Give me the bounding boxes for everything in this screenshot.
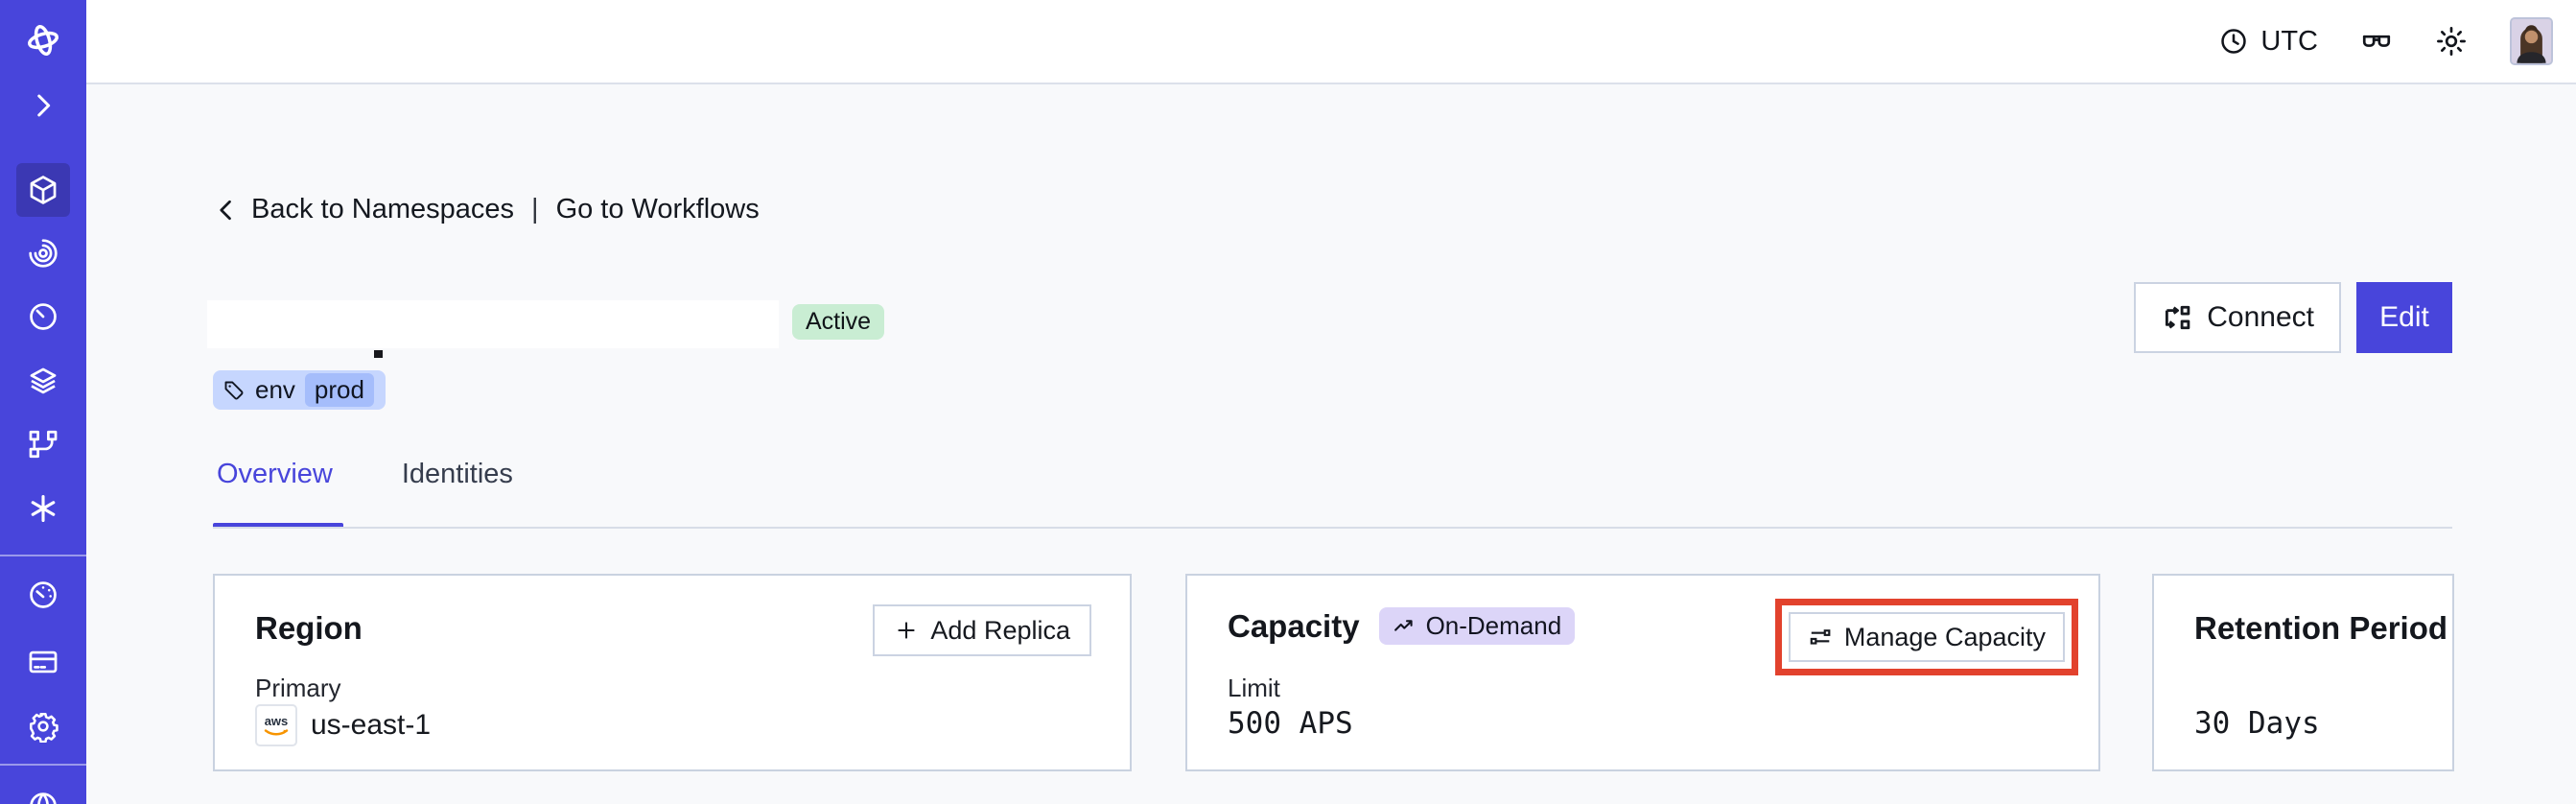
theme-toggle-button[interactable]	[2435, 25, 2468, 58]
trending-up-icon	[1393, 620, 1413, 631]
capacity-card-title: Capacity	[1228, 607, 1360, 644]
aws-provider-badge: aws	[255, 704, 297, 746]
schedule-clock-icon	[30, 303, 57, 330]
sidebar-item-namespaces[interactable]	[16, 163, 70, 217]
retention-value: 30 Days	[2194, 706, 2320, 741]
asterisk-icon	[31, 494, 56, 523]
manage-capacity-label: Manage Capacity	[1843, 622, 2046, 651]
retention-card: Retention Period 30 Days	[2152, 574, 2454, 771]
connect-button[interactable]: Connect	[2134, 282, 2341, 353]
namespace-tag-chip[interactable]: env prod	[213, 370, 386, 410]
capacity-field-label: Limit	[1228, 674, 1280, 702]
region-card-title: Region	[255, 610, 363, 646]
cube-icon	[30, 176, 57, 204]
billing-card-icon	[29, 650, 58, 674]
sidebar-item-deployments[interactable]	[16, 354, 70, 408]
sliders-icon	[1810, 629, 1831, 645]
tab-overview[interactable]: Overview	[217, 459, 333, 489]
sidebar-item-support[interactable]	[16, 779, 70, 804]
sidebar-item-nexus[interactable]	[16, 482, 70, 535]
labs-mode-button[interactable]	[2360, 25, 2393, 58]
breadcrumb-separator: |	[531, 194, 539, 225]
temporal-logo-glyph	[28, 25, 59, 56]
namespace-tabs: Overview Identities	[213, 459, 517, 508]
redaction-text-remnant	[374, 350, 383, 358]
add-replica-button[interactable]: Add Replica	[873, 604, 1091, 656]
region-card: Region Add Replica Primary aws us-east-1	[213, 574, 1132, 771]
chevron-right-icon	[37, 94, 51, 117]
sidebar-item-settings[interactable]	[16, 699, 70, 753]
plus-icon	[898, 622, 916, 639]
region-value-row: aws us-east-1	[255, 704, 431, 746]
glasses-icon	[2362, 35, 2391, 47]
sidebar-expand-button[interactable]	[16, 79, 70, 132]
svg-text:aws: aws	[265, 714, 289, 728]
sidebar-divider	[0, 555, 86, 556]
on-demand-badge: On-Demand	[1378, 607, 1576, 645]
gear-icon	[29, 712, 59, 743]
sidebar-item-workflows[interactable]	[16, 226, 70, 280]
sidebar-item-billing[interactable]	[16, 635, 70, 689]
gauge-icon	[30, 581, 57, 608]
branch-icon	[29, 430, 58, 459]
sidebar-item-schedules[interactable]	[16, 290, 70, 343]
back-to-namespaces-link[interactable]: Back to Namespaces	[251, 194, 515, 225]
clock-icon	[2221, 29, 2247, 54]
topbar: UTC	[86, 0, 2576, 84]
timezone-label: UTC	[2260, 25, 2318, 57]
user-avatar[interactable]	[2510, 17, 2553, 65]
aws-logo-icon: aws	[265, 714, 289, 736]
breadcrumb: Back to Namespaces | Go to Workflows	[213, 194, 760, 225]
namespace-status-badge: Active	[792, 304, 885, 340]
avatar-photo	[2512, 19, 2551, 63]
tag-icon	[224, 381, 244, 399]
region-field-label: Primary	[255, 674, 341, 702]
connect-button-label: Connect	[2207, 301, 2314, 333]
on-demand-badge-label: On-Demand	[1425, 611, 1562, 640]
namespace-header-actions: Connect Edit	[2134, 282, 2452, 353]
capacity-value: 500 APS	[1228, 706, 1353, 741]
connect-route-icon	[2166, 305, 2190, 330]
active-tab-underline	[213, 523, 343, 529]
sidebar-divider	[0, 764, 86, 766]
capacity-card: Capacity On-Demand	[1185, 574, 2100, 771]
capacity-title-row: Capacity On-Demand	[1228, 607, 1576, 645]
temporal-logo-icon[interactable]	[16, 13, 70, 67]
globe-icon	[30, 792, 57, 804]
tag-value: prod	[304, 373, 374, 407]
sidebar-item-usage[interactable]	[16, 568, 70, 622]
sun-icon	[2437, 27, 2466, 56]
tab-identities[interactable]: Identities	[401, 459, 513, 489]
tag-key: env	[255, 375, 295, 404]
retention-card-title: Retention Period	[2194, 610, 2448, 646]
region-value: us-east-1	[311, 709, 432, 741]
layers-icon	[30, 367, 57, 394]
annotation-highlight-box: Manage Capacity	[1774, 599, 2078, 675]
workflows-spiral-icon	[29, 239, 58, 268]
namespace-detail-content: Back to Namespaces | Go to Workflows Act…	[86, 84, 2576, 804]
tabs-divider-rule	[213, 527, 2452, 529]
edit-button-label: Edit	[2379, 301, 2429, 333]
sidebar-item-batch-operations[interactable]	[16, 417, 70, 471]
go-to-workflows-link[interactable]: Go to Workflows	[555, 194, 760, 225]
add-replica-label: Add Replica	[930, 615, 1070, 645]
topbar-right-cluster: UTC	[2218, 0, 2553, 83]
timezone-picker[interactable]: UTC	[2218, 26, 2318, 58]
edit-button[interactable]: Edit	[2356, 282, 2452, 353]
manage-capacity-button[interactable]: Manage Capacity	[1788, 612, 2065, 662]
chevron-left-icon[interactable]	[213, 197, 240, 224]
redacted-namespace-title	[207, 300, 779, 348]
sidebar-nav	[0, 0, 86, 804]
